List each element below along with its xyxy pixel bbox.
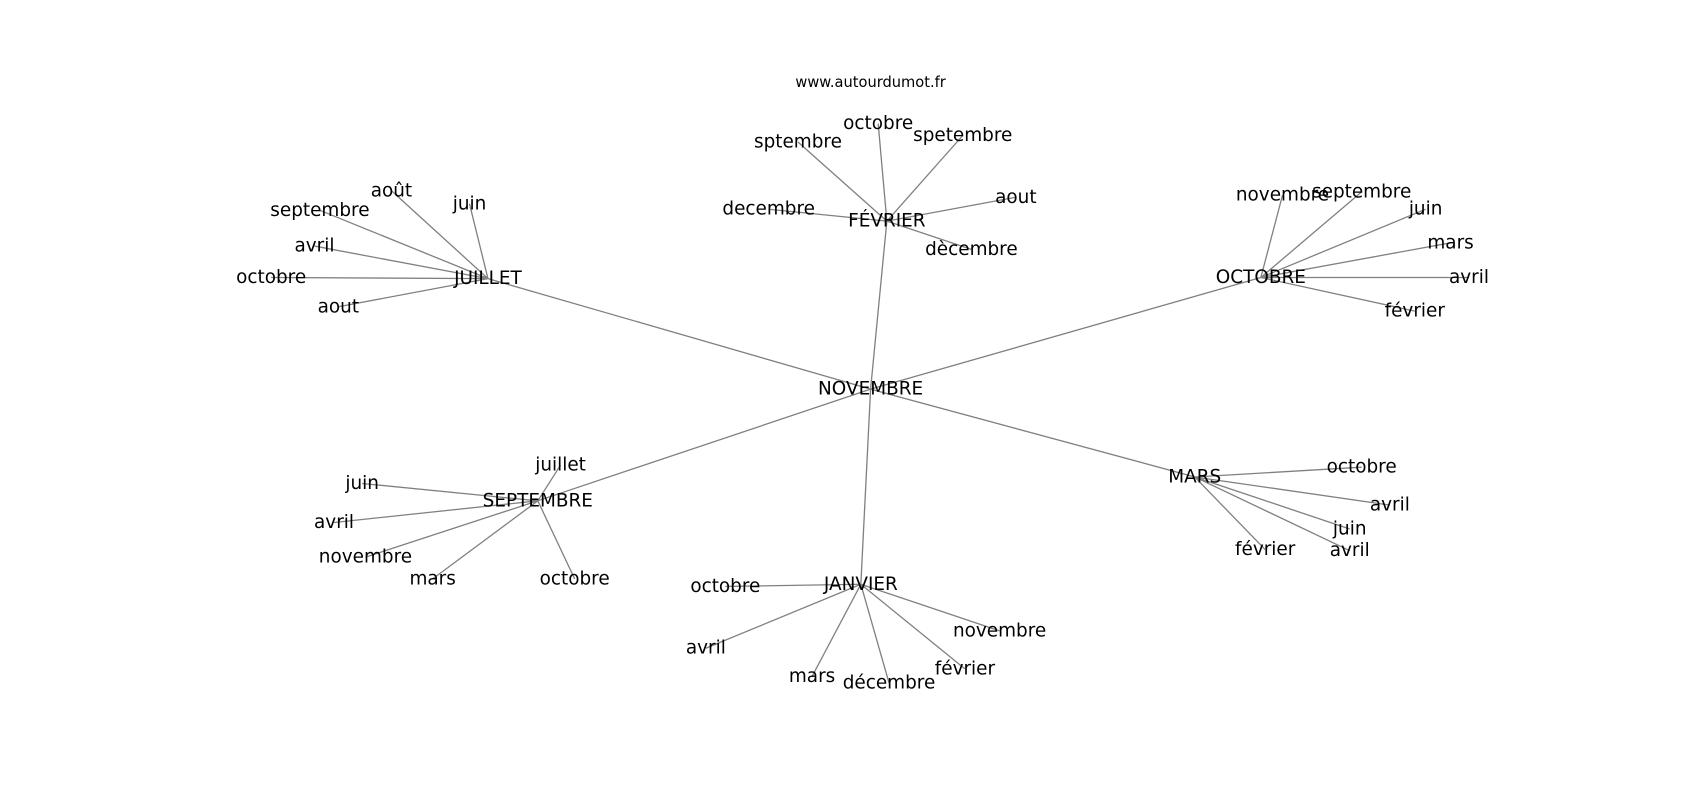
- edge-center-hub: [870, 276, 1262, 390]
- edge-hub-leaf: [1194, 476, 1390, 506]
- edge-hub-leaf: [768, 208, 887, 222]
- edge-hub-leaf: [391, 190, 489, 280]
- edge-center-hub: [869, 221, 888, 390]
- edge-hub-leaf: [271, 276, 488, 280]
- edge-hub-leaf: [537, 500, 576, 580]
- leaf-node: juin: [452, 193, 487, 214]
- leaf-node: septembre: [1312, 181, 1411, 202]
- edge-hub-leaf: [319, 209, 489, 280]
- edge-hub-leaf: [1260, 208, 1426, 279]
- leaf-node: mars: [1427, 232, 1473, 253]
- edge-hub-leaf: [886, 135, 964, 222]
- leaf-node: avril: [314, 512, 354, 533]
- edge-center-hub: [537, 388, 871, 502]
- edge-hub-leaf: [468, 203, 489, 279]
- hub-node: SEPTEMBRE: [483, 490, 593, 511]
- edge-hub-leaf: [886, 220, 972, 250]
- leaf-node: dècembre: [925, 239, 1018, 260]
- leaf-node: octobre: [236, 267, 306, 288]
- edge-hub-leaf: [338, 277, 489, 308]
- leaf-node: juillet: [534, 455, 586, 476]
- leaf-node: février: [1235, 539, 1296, 560]
- edge-hub-leaf: [860, 583, 1000, 632]
- leaf-node: septembre: [270, 200, 369, 221]
- edge-hub-leaf: [886, 196, 1016, 222]
- edge-hub-leaf: [314, 245, 489, 280]
- edge-hub-leaf: [797, 141, 888, 222]
- leaf-node: avril: [1449, 267, 1489, 288]
- leaf-node: novembre: [319, 547, 412, 568]
- edge-hub-leaf: [725, 583, 861, 588]
- leaf-node: avril: [1370, 495, 1410, 516]
- edge-hub-leaf: [1260, 194, 1284, 278]
- leaf-node: sptembre: [754, 132, 842, 153]
- edge-center-hub: [870, 388, 1195, 478]
- edge-hub-leaf: [811, 583, 862, 677]
- edge-hub-leaf: [365, 500, 539, 558]
- leaf-node: avril: [686, 638, 726, 659]
- labels: NOVEMBREFÉVRIERsptembreoctobrespetembrea…: [236, 113, 1489, 693]
- site-title: www.autourdumot.fr: [795, 74, 946, 91]
- edge-hub-leaf: [1260, 276, 1415, 312]
- leaf-node: mars: [789, 666, 835, 687]
- edge-hub-leaf: [1194, 466, 1362, 478]
- edge-hub-leaf: [1194, 476, 1266, 551]
- edge-hub-leaf: [432, 500, 539, 580]
- leaf-node: juin: [1408, 199, 1443, 220]
- edge-hub-leaf: [362, 482, 538, 502]
- leaf-node: juin: [1332, 518, 1367, 539]
- leaf-node: mars: [409, 568, 455, 589]
- leaf-node: spetembre: [913, 125, 1012, 146]
- leaf-node: decembre: [722, 199, 815, 220]
- edges: [271, 123, 1469, 684]
- leaf-node: août: [371, 180, 412, 201]
- leaf-node: aout: [995, 187, 1036, 208]
- leaf-node: aout: [318, 296, 359, 317]
- hub-node: JANVIER: [823, 574, 898, 595]
- leaf-node: avril: [295, 236, 335, 257]
- leaf-node: octobre: [540, 568, 610, 589]
- edge-hub-leaf: [1194, 476, 1351, 552]
- edge-hub-leaf: [860, 584, 890, 684]
- edge-center-hub: [860, 389, 872, 585]
- edge-hub-leaf: [860, 583, 966, 670]
- leaf-node: octobre: [843, 113, 913, 134]
- edge-hub-leaf: [1194, 476, 1350, 530]
- hub-node: OCTOBRE: [1216, 267, 1306, 288]
- leaf-node: octobre: [1327, 457, 1397, 478]
- leaf-node: octobre: [690, 576, 760, 597]
- edge-hub-leaf: [705, 583, 862, 649]
- leaf-node: avril: [1330, 540, 1370, 561]
- leaf-node: février: [935, 658, 996, 679]
- leaf-node: novembre: [1236, 185, 1329, 206]
- center-node: NOVEMBRE: [818, 379, 923, 400]
- edge-hub-leaf: [1260, 191, 1363, 279]
- leaf-node: juin: [344, 473, 379, 494]
- leaf-node: décembre: [843, 672, 936, 693]
- edge-hub-leaf: [877, 123, 888, 222]
- edge-center-hub: [487, 277, 871, 390]
- edge-hub-leaf: [537, 464, 562, 502]
- hub-node: MARS: [1168, 466, 1221, 487]
- edge-hub-leaf: [1260, 242, 1451, 279]
- hub-node: FÉVRIER: [848, 210, 926, 232]
- hub-node: JUILLET: [453, 268, 522, 289]
- edge-hub-leaf: [333, 500, 538, 524]
- leaf-node: novembre: [953, 620, 1046, 641]
- leaf-node: février: [1385, 301, 1446, 322]
